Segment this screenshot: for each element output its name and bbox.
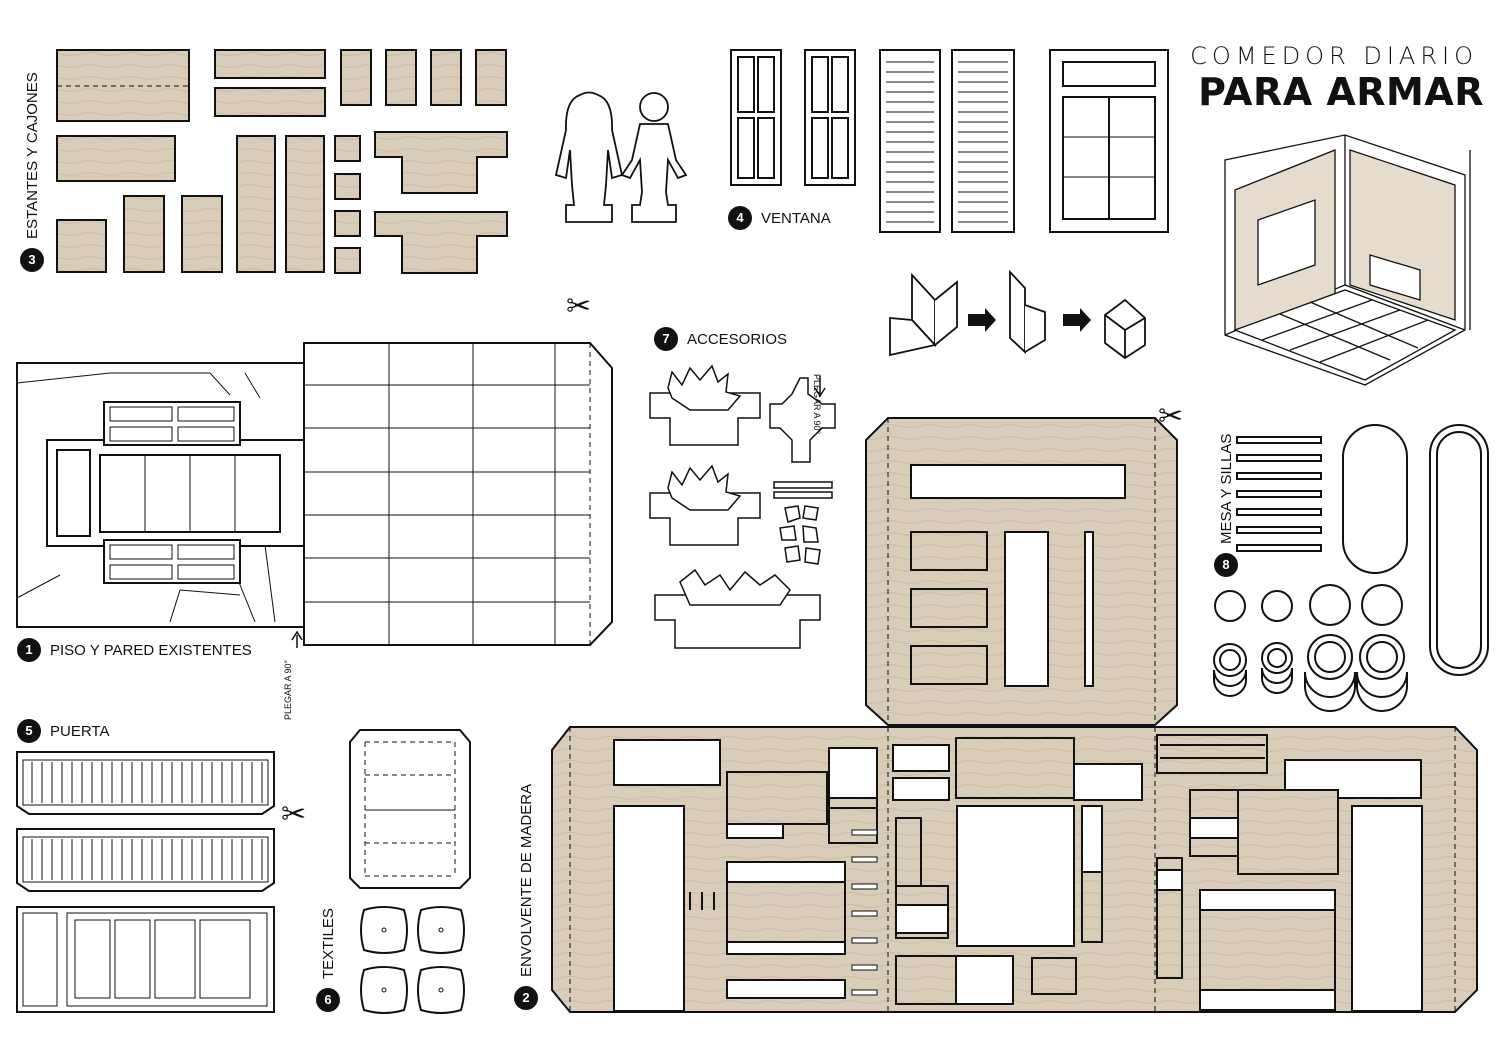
section-label-text: PUERTA: [50, 722, 110, 740]
door-pieces: [16, 751, 275, 1013]
section-label-text: ACCESORIOS: [687, 330, 788, 348]
accessory-pieces: [649, 364, 836, 649]
fold-arrow-down: [814, 376, 826, 398]
section-number: 8: [1214, 553, 1238, 577]
wood-envelope-piece: [551, 417, 1478, 1013]
section-label-2: 2 ENVOLVENTE DE MADERA: [514, 784, 538, 1010]
fold-note: PLEGAR A 90°: [812, 374, 822, 435]
figures: [554, 91, 688, 223]
scissors-icon: ✂: [281, 798, 307, 831]
fold-arrow-up: [291, 630, 303, 648]
section-number: 7: [654, 327, 678, 351]
section-number: 1: [17, 638, 41, 662]
section-number: 6: [316, 988, 340, 1012]
section-label-text: VENTANA: [761, 209, 831, 227]
section-label-7: 7 ACCESORIOS: [654, 327, 787, 351]
shelves-pieces: [56, 49, 508, 274]
section-label-text: TEXTILES: [319, 908, 337, 979]
section-label-text: ENVOLVENTE DE MADERA: [517, 783, 535, 977]
section-label-6: 6 TEXTILES: [316, 908, 340, 1012]
fold-note: PLEGAR A 90°: [283, 659, 293, 720]
section-number: 3: [20, 248, 44, 272]
section-number: 4: [728, 206, 752, 230]
section-number: 5: [17, 719, 41, 743]
section-label-3: 3 ESTANTES Y CAJONES: [20, 72, 44, 272]
title-top: COMEDOR DIARIO: [1190, 42, 1478, 70]
room-preview: [1224, 134, 1471, 386]
arrow-right-icon: [968, 308, 1091, 332]
section-label-4: 4 VENTANA: [728, 206, 831, 230]
section-number: 2: [514, 986, 538, 1010]
table-chairs-pieces: [1213, 424, 1489, 712]
textile-pieces: [349, 729, 471, 1014]
window-pieces: [730, 49, 1169, 233]
scissors-icon: ✂: [566, 290, 592, 323]
door-slats: [31, 762, 263, 880]
section-label-1: 1 PISO Y PARED EXISTENTES: [17, 638, 252, 662]
floor-wall-piece: [16, 342, 613, 646]
section-label-text: MESA Y SILLAS: [1217, 433, 1235, 544]
section-label-8: 8 MESA Y SILLAS: [1214, 434, 1238, 577]
fold-steps: [889, 269, 1146, 360]
scissors-icon: ✂: [1158, 400, 1184, 433]
title-main: PARA ARMAR: [1198, 70, 1484, 114]
section-label-5: 5 PUERTA: [17, 719, 109, 743]
window-louvers: [886, 61, 1155, 223]
section-label-text: ESTANTES Y CAJONES: [23, 72, 41, 239]
section-label-text: PISO Y PARED EXISTENTES: [50, 641, 252, 659]
